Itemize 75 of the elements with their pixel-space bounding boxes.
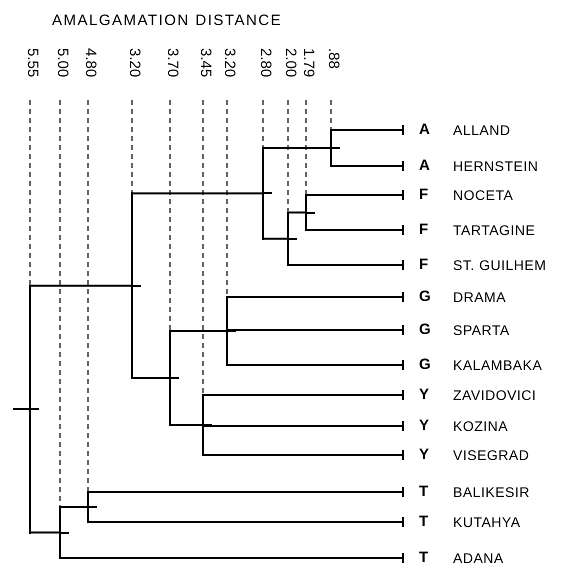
group-letter: Y <box>419 418 430 434</box>
dendrogram-branch <box>332 124 404 136</box>
group-letter: Y <box>419 447 430 463</box>
site-name: ST. GUILHEM <box>453 257 546 273</box>
site-name: BALIKESIR <box>453 484 530 500</box>
dendrogram-branch <box>31 284 131 287</box>
dendrogram-branch <box>204 449 404 461</box>
cluster-bar <box>87 491 97 523</box>
dendrogram-branch <box>31 532 59 534</box>
cluster-bar <box>202 394 212 456</box>
group-letter: T <box>419 514 430 530</box>
group-letter: G <box>419 322 432 338</box>
dendrogram-branch <box>228 291 404 303</box>
dendrogram-branch <box>264 238 287 240</box>
distance-label: 1.79 <box>300 48 316 78</box>
dendrogram-branch <box>289 259 404 271</box>
dendrogram-branch <box>61 506 87 508</box>
site-name: ZAVIDOVICI <box>453 387 536 403</box>
group-letter: T <box>419 550 430 566</box>
dendrogram-branch <box>133 192 262 194</box>
dendrogram-branch <box>204 420 404 432</box>
cluster-bar <box>59 506 69 559</box>
group-letter: A <box>419 122 431 138</box>
distance-label: 4.80 <box>82 48 98 78</box>
distance-label: 5.55 <box>24 48 40 78</box>
dendrogram-branch <box>171 424 202 426</box>
site-name: DRAMA <box>453 289 506 305</box>
cluster-bar <box>262 147 272 240</box>
site-name: NOCETA <box>453 187 514 203</box>
dendrogram-branch <box>307 224 404 236</box>
dendrogram-branch <box>307 189 404 201</box>
dendrogram-branch <box>171 330 226 332</box>
distance-label: 3.20 <box>221 48 237 78</box>
dendrogram-branch <box>133 377 169 379</box>
site-name: TARTAGINE <box>453 222 536 238</box>
cluster-bar <box>131 192 141 379</box>
dendrogram-branch <box>289 212 305 214</box>
site-name: ADANA <box>453 550 504 566</box>
distance-label: 5.00 <box>54 48 70 78</box>
site-name: KOZINA <box>453 418 508 434</box>
cluster-bar <box>226 296 236 366</box>
cluster-bar <box>305 194 315 231</box>
chart-title: AMALGAMATION DISTANCE <box>52 12 282 30</box>
dendrogram-branch <box>89 516 404 528</box>
cluster-bar <box>287 212 297 266</box>
dendrogram-branch <box>61 552 404 564</box>
site-name: KUTAHYA <box>453 514 521 530</box>
dendrogram-branch <box>264 147 330 149</box>
group-letter: Y <box>419 387 430 403</box>
site-name: VISEGRAD <box>453 447 530 463</box>
site-name: ALLAND <box>453 122 510 138</box>
group-letter: F <box>419 222 430 238</box>
distance-label: 3.45 <box>197 48 213 78</box>
group-letter: T <box>419 484 430 500</box>
dendrogram-branch <box>228 324 404 336</box>
group-letter: G <box>419 357 432 373</box>
site-name: HERNSTEIN <box>453 158 538 174</box>
dendrogram-branch <box>204 389 404 401</box>
group-letter: F <box>419 187 430 203</box>
group-letter: A <box>419 158 431 174</box>
group-letter: G <box>419 289 432 305</box>
distance-label: .88 <box>325 48 341 69</box>
distance-label: 3.20 <box>126 48 142 78</box>
cluster-bar <box>169 330 179 426</box>
group-letter: F <box>419 257 430 273</box>
site-name: KALAMBAKA <box>453 357 542 373</box>
dendrogram-branch <box>332 160 404 172</box>
distance-label: 2.80 <box>257 48 273 78</box>
site-name: SPARTA <box>453 322 510 338</box>
distance-label: 3.70 <box>164 48 180 78</box>
dendrogram-branch <box>89 486 404 498</box>
cluster-bar <box>13 284 39 534</box>
distance-label: 2.00 <box>282 48 298 78</box>
dendrogram-branch <box>228 359 404 371</box>
cluster-bar <box>330 129 340 167</box>
